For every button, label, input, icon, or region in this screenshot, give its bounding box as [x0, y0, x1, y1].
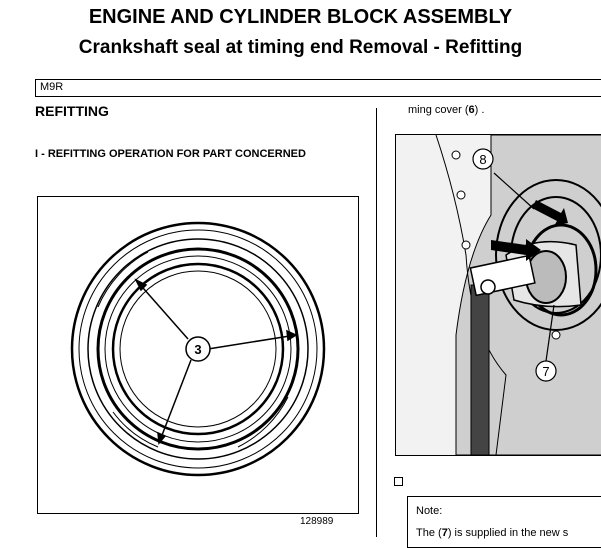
- figure-callout-3: 3: [194, 342, 201, 357]
- note-label: Note:: [416, 505, 443, 517]
- operation-heading: I - REFITTING OPERATION FOR PART CONCERN…: [35, 148, 306, 160]
- seal-figure: 3: [37, 196, 359, 514]
- note-prefix: The (: [416, 527, 442, 539]
- page-title: ENGINE AND CYLINDER BLOCK ASSEMBLY: [88, 6, 513, 28]
- continued-suffix: ) .: [474, 104, 485, 116]
- tool-figure: 8 7: [395, 134, 601, 456]
- figure-callout-7: 7: [542, 364, 549, 379]
- continued-prefix: ming cover (: [408, 104, 469, 116]
- page-subtitle: Crankshaft seal at timing end Removal - …: [78, 37, 523, 58]
- note-ref: 7: [441, 527, 448, 539]
- tool-illustration: 8 7: [396, 135, 601, 455]
- note-text: The (7) is supplied in the new s: [416, 527, 568, 539]
- model-bar: [35, 79, 601, 97]
- model-code: M9R: [40, 81, 64, 93]
- continued-text: ming cover (6) .: [408, 104, 484, 116]
- figure-number: 128989: [300, 516, 334, 527]
- bullet-checkbox: [394, 477, 403, 486]
- continued-ref: 6: [468, 104, 475, 116]
- section-heading: REFITTING: [35, 103, 109, 119]
- seal-illustration: 3: [70, 221, 326, 477]
- note-suffix: ) is supplied in the new s: [447, 527, 569, 539]
- column-divider: [376, 108, 377, 537]
- note-box: [407, 496, 601, 548]
- figure-callout-8: 8: [479, 152, 486, 167]
